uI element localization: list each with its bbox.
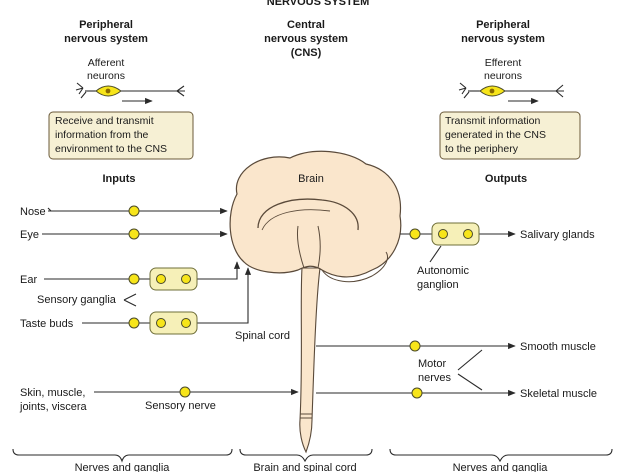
skin-neuron-node xyxy=(179,386,191,398)
taste-neuron-node xyxy=(128,317,140,329)
smooth-neuron-node xyxy=(409,340,421,352)
input-eye-label: Eye xyxy=(20,229,39,241)
autonomic-ganglion-node-1 xyxy=(438,229,448,239)
bottom-left-label: Nerves and ganglia xyxy=(75,462,171,472)
efferent-label-line2: neurons xyxy=(484,70,522,82)
left-box-line1: Receive and transmit xyxy=(55,115,154,127)
input-skin: Skin, muscle, joints, viscera xyxy=(19,386,299,413)
autonomic-ganglion-pointer xyxy=(429,245,442,263)
left-column-header: Peripheral nervous system xyxy=(64,19,148,45)
left-info-box: Receive and transmit information from th… xyxy=(48,111,194,160)
ear-neuron-node xyxy=(128,273,140,285)
center-column-header: Central nervous system (CNS) xyxy=(264,19,348,59)
efferent-neuron-icon xyxy=(458,82,564,105)
input-taste-buds: Taste buds xyxy=(20,267,252,335)
afferent-neuron-icon xyxy=(75,82,185,105)
left-box-line3: environment to the CNS xyxy=(55,143,167,155)
autonomic-ganglion-line2: ganglion xyxy=(417,279,459,291)
sensory-nerve-label: Sensory nerve xyxy=(145,400,216,412)
outputs-label: Outputs xyxy=(485,173,527,185)
spinal-cord-label: Spinal cord xyxy=(235,330,290,342)
center-header-line2: nervous system xyxy=(264,33,348,45)
ear-sensory-ganglion xyxy=(149,267,198,291)
input-nose: Nose xyxy=(20,206,227,218)
bottom-right-label: Nerves and ganglia xyxy=(453,462,549,472)
center-header-line1: Central xyxy=(287,19,325,31)
diagram-title: NERVOUS SYSTEM xyxy=(267,0,370,8)
ear-ganglion-node-1 xyxy=(156,274,166,284)
right-column-header: Peripheral nervous system xyxy=(461,19,545,45)
input-ear: Ear xyxy=(20,261,241,291)
right-info-box: Transmit information generated in the CN… xyxy=(439,111,581,160)
output-salivary: Salivary glands xyxy=(400,222,595,246)
nose-neuron-node xyxy=(128,205,140,217)
sensory-ganglia-label: Sensory ganglia xyxy=(37,294,117,306)
output-smooth-label: Smooth muscle xyxy=(520,341,596,353)
left-header-line2: nervous system xyxy=(64,33,148,45)
output-smooth-muscle: Smooth muscle xyxy=(316,340,596,353)
input-nose-label: Nose xyxy=(20,206,46,218)
brain-illustration xyxy=(229,150,402,454)
autonomic-ganglion-box xyxy=(431,222,480,246)
motor-nerves-line1: Motor xyxy=(418,358,446,370)
autonomic-ganglion-node-2 xyxy=(463,229,473,239)
left-header-line1: Peripheral xyxy=(79,19,133,31)
efferent-label-line1: Efferent xyxy=(485,57,522,69)
input-ear-label: Ear xyxy=(20,274,37,286)
input-taste-label: Taste buds xyxy=(20,318,74,330)
left-bottom-brace xyxy=(12,448,233,463)
right-box-line2: generated in the CNS xyxy=(445,129,546,141)
skeletal-neuron-node xyxy=(411,387,423,399)
right-box-line1: Transmit information xyxy=(445,115,540,127)
eye-neuron-node xyxy=(128,228,140,240)
right-header-line2: nervous system xyxy=(461,33,545,45)
taste-ganglion-node-2 xyxy=(181,318,191,328)
inputs-label: Inputs xyxy=(103,173,136,185)
left-box-line2: information from the xyxy=(55,129,149,141)
afferent-label-line1: Afferent xyxy=(88,57,125,69)
right-box-line3: to the periphery xyxy=(445,143,519,155)
input-skin-label-line2: joints, viscera xyxy=(19,401,88,413)
taste-sensory-ganglion xyxy=(149,311,198,335)
motor-nerves-pointer xyxy=(457,349,483,391)
taste-ganglion-node-1 xyxy=(156,318,166,328)
center-header-line3: (CNS) xyxy=(291,47,322,59)
motor-nerves-line2: nerves xyxy=(418,372,452,384)
input-eye: Eye xyxy=(20,228,228,241)
right-header-line1: Peripheral xyxy=(476,19,530,31)
autonomic-ganglion-line1: Autonomic xyxy=(417,265,469,277)
afferent-label-line2: neurons xyxy=(87,70,125,82)
output-skeletal-muscle: Skeletal muscle xyxy=(316,387,597,400)
center-bottom-brace xyxy=(239,448,373,463)
input-skin-label-line1: Skin, muscle, xyxy=(20,387,85,399)
brain-label: Brain xyxy=(298,173,324,185)
sensory-ganglia-pointer xyxy=(123,293,137,307)
salivary-neuron-node xyxy=(409,228,421,240)
output-skeletal-label: Skeletal muscle xyxy=(520,388,597,400)
output-salivary-label: Salivary glands xyxy=(520,229,595,241)
ear-ganglion-node-2 xyxy=(181,274,191,284)
right-bottom-brace xyxy=(389,448,613,463)
bottom-center-label: Brain and spinal cord xyxy=(253,462,356,472)
